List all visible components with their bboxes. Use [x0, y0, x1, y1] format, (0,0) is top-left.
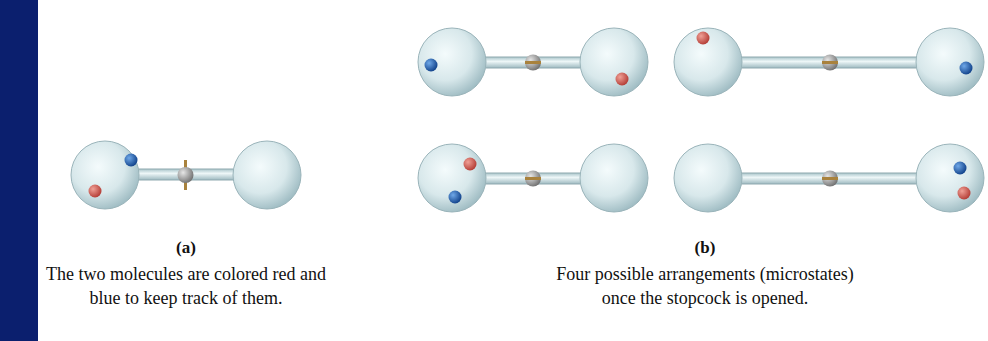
flask-pair	[418, 144, 648, 212]
blue-molecule	[960, 62, 973, 75]
blue-molecule	[425, 59, 438, 72]
stopcock	[822, 55, 838, 71]
stopcock-handle	[822, 177, 838, 180]
stopcock-handle	[525, 61, 541, 64]
red-molecule	[616, 73, 629, 86]
red-molecule	[958, 187, 971, 200]
panel-caption: The two molecules are colored red and bl…	[46, 262, 326, 310]
flask-pair	[674, 144, 984, 212]
blue-molecule	[449, 191, 462, 204]
red-molecule	[697, 32, 710, 45]
panel-caption: Four possible arrangements (microstates)…	[540, 262, 870, 310]
red-molecule	[89, 185, 102, 198]
red-molecule	[464, 158, 477, 171]
stopcock-handle	[822, 61, 838, 64]
stopcock	[525, 55, 541, 71]
stopcock	[178, 167, 194, 183]
stopcock	[822, 171, 838, 187]
flask-pair	[71, 141, 301, 209]
panel-letter: (b)	[665, 236, 745, 260]
blue-molecule	[954, 162, 967, 175]
blue-molecule	[125, 154, 138, 167]
panel-letter: (a)	[146, 236, 226, 260]
flask-pair	[674, 28, 984, 96]
stopcock	[525, 171, 541, 187]
flask-pair	[418, 28, 648, 96]
stopcock-handle	[525, 177, 541, 180]
